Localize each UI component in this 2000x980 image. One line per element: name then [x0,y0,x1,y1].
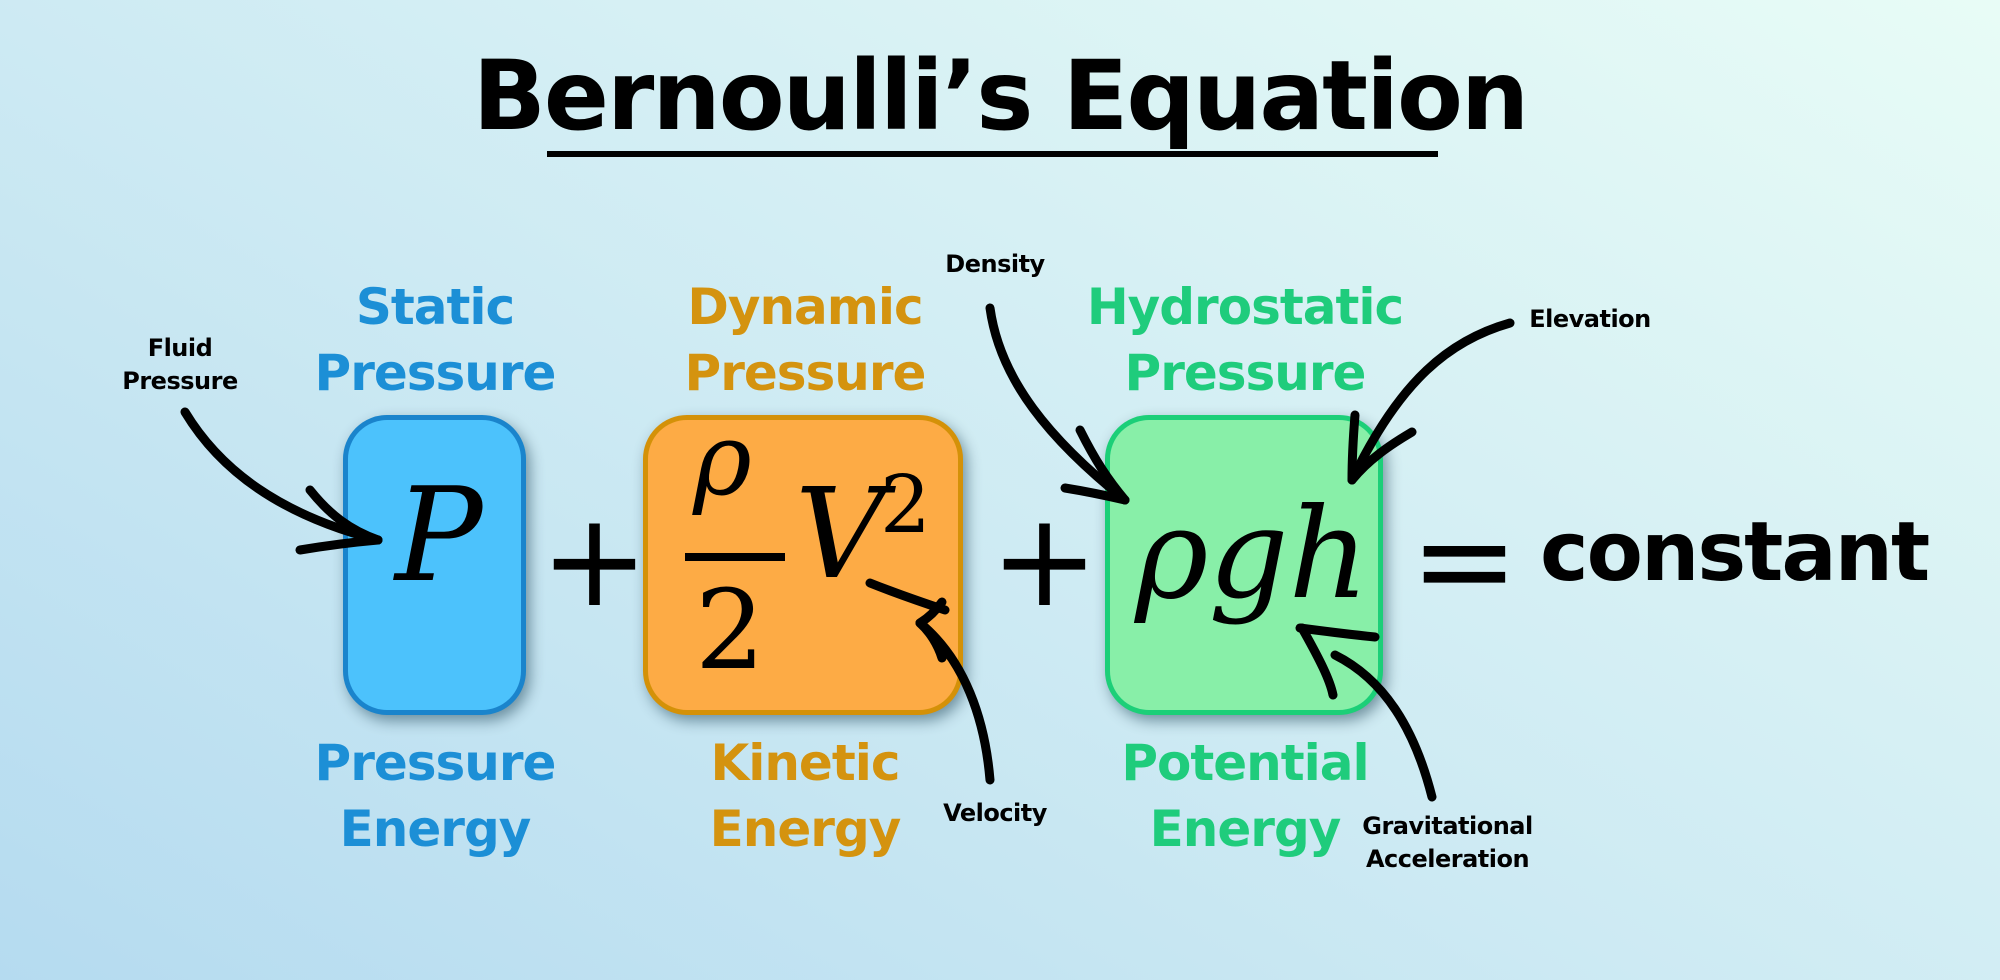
hydrostatic-pressure-label: Hydrostatic Pressure [1086,278,1404,402]
fraction-bar [685,553,785,561]
elevation-annotation: Elevation [1529,305,1651,333]
kinetic-energy-label: Kinetic Energy [709,734,902,858]
equals-operator: = [1410,484,1519,636]
gravitational-acceleration-annotation: Gravitational Acceleration [1362,812,1533,873]
hydrostatic-symbol: ρgh [1135,482,1370,627]
plus-operator-1: + [540,484,649,636]
density-denominator: 2 [695,566,765,694]
static-pressure-label: Static Pressure [314,278,557,402]
static-pressure-symbol: P [395,459,483,611]
plus-operator-2: + [990,484,1099,636]
pressure-energy-label: Pressure Energy [314,734,557,858]
density-annotation: Density [945,250,1045,278]
constant-rhs: constant [1540,505,1930,600]
fluid-pressure-annotation: Fluid Pressure [122,334,238,395]
title-underline [547,151,1438,157]
dynamic-pressure-box [643,415,963,715]
page-title: Bernoulli’s Equation [472,40,1530,152]
density-numerator: ρ [693,401,752,518]
potential-energy-label: Potential Energy [1121,734,1369,858]
velocity-symbol: V [795,462,886,607]
dynamic-pressure-label: Dynamic Pressure [684,278,927,402]
velocity-exponent: 2 [880,458,931,551]
velocity-annotation: Velocity [943,799,1047,827]
